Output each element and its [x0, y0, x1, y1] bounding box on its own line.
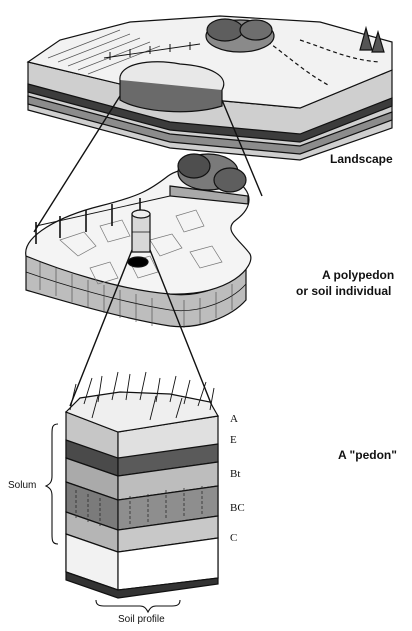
horizon-bt-label: Bt [230, 468, 240, 481]
landscape-label: Landscape [330, 152, 393, 167]
soil-profile-label: Soil profile [118, 614, 165, 626]
horizon-bc-label: BC [230, 502, 245, 515]
solum-label: Solum [8, 480, 36, 492]
horizon-c-label: C [230, 532, 237, 545]
horizon-e-label: E [230, 434, 237, 447]
polypedon-block [26, 154, 251, 328]
soil-profile-brace [96, 600, 180, 612]
polypedon-label-line2: or soil individual [296, 284, 391, 299]
polypedon-label-line1: A polypedon [322, 268, 394, 283]
horizon-a-label: A [230, 413, 238, 426]
landscape-block [28, 16, 392, 160]
pedon-label: A "pedon" [338, 448, 397, 463]
solum-brace [46, 424, 58, 544]
pedon-prism [66, 372, 218, 598]
